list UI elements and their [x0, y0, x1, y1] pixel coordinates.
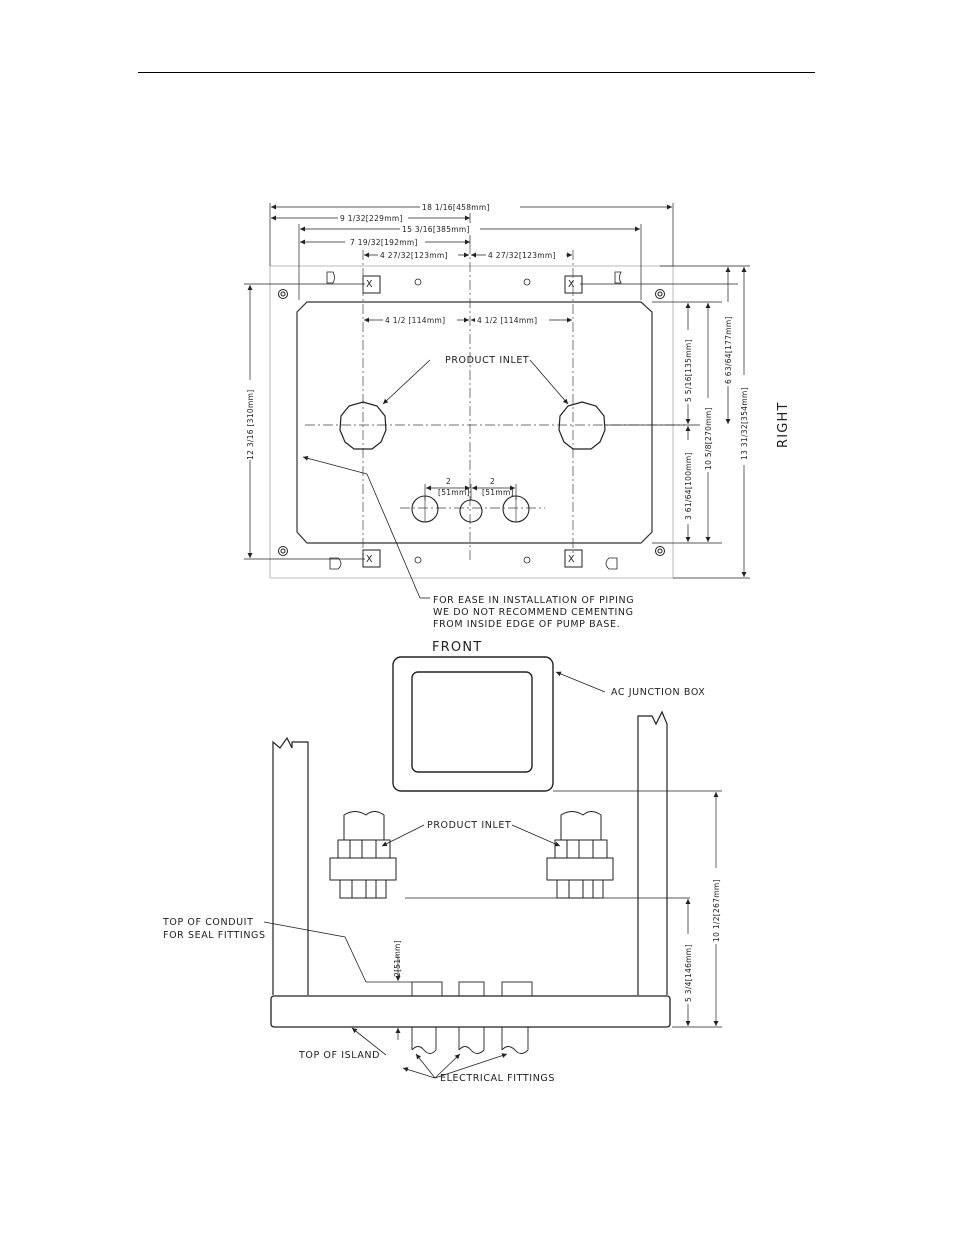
dim-overall-height: 10 1/2[267mm] — [712, 879, 721, 942]
note-line-3: FROM INSIDE EDGE OF PUMP BASE. — [433, 619, 620, 630]
dim-conduit-height: 2[51mm] — [393, 940, 402, 977]
dim-r3: 3 61/64[100mm] — [684, 452, 693, 520]
product-inlet-right-union — [546, 811, 614, 899]
dim-inlet-height: 5 3/4[146mm] — [684, 944, 693, 1002]
front-view — [263, 656, 722, 1079]
dim-elec-spacing-right-b: [51mm] — [482, 488, 514, 497]
label-ac-junction-box: AC JUNCTION BOX — [611, 687, 705, 698]
label-top-of-conduit-2: FOR SEAL FITTINGS — [163, 930, 266, 941]
dim-r5: 13 31/32[354mm] — [740, 387, 749, 460]
small-holes — [414, 278, 531, 564]
top-leader-lines — [302, 359, 569, 599]
dim-elec-spacing-left-a: 2 — [446, 477, 451, 486]
label-electrical-fittings: ELECTRICAL FITTINGS — [440, 1073, 555, 1084]
label-top-of-island: TOP OF ISLAND — [298, 1050, 380, 1061]
top-view-text: 18 1/16[458mm] 9 1/32[229mm] 15 3/16[385… — [244, 201, 791, 630]
dim-half-width: 9 1/32[229mm] — [340, 214, 403, 223]
header-rule — [138, 72, 815, 73]
x-mark-top-left: X — [366, 279, 373, 290]
dim-r1: 5 5/16[135mm] — [684, 339, 693, 402]
dim-elec-spacing-right-a: 2 — [490, 477, 495, 486]
ac-junction-box-inner — [411, 671, 533, 773]
dim-pitch-left: 4 1/2 [114mm] — [385, 316, 445, 325]
x-marker-boxes — [362, 275, 583, 568]
label-right: RIGHT — [776, 401, 791, 448]
electrical-fittings-pipes — [411, 1027, 529, 1054]
dim-bolt-span: 15 3/16[385mm] — [402, 225, 470, 234]
dim-elec-spacing-left-b: [51mm] — [438, 488, 470, 497]
front-leader-lines — [263, 671, 606, 1079]
island-slab — [270, 995, 671, 1028]
dim-left-height: 12 3/16 [310mm] — [246, 390, 255, 460]
front-view-text: FRONT AC JUNCTION BOX PRODUCT INLET TOP … — [162, 640, 722, 1084]
product-inlet-left-union — [329, 811, 397, 899]
left-dimension-lines — [244, 283, 365, 560]
inner-opening-outline — [296, 301, 653, 544]
label-top-of-conduit-1: TOP OF CONDUIT — [162, 917, 253, 928]
dim-inlet-offset-right: 4 27/32[123mm] — [488, 251, 556, 260]
label-product-inlet-top: PRODUCT INLET — [445, 355, 529, 366]
note-line-2: WE DO NOT RECOMMEND CEMENTING — [433, 607, 634, 618]
note-line-1: FOR EASE IN INSTALLATION OF PIPING — [433, 595, 634, 606]
label-front: FRONT — [432, 640, 482, 655]
dim-inlet-offset-left: 4 27/32[123mm] — [380, 251, 448, 260]
dim-bolt-to-center: 7 19/32[192mm] — [350, 238, 418, 247]
x-mark-bottom-left: X — [366, 554, 373, 565]
corner-bolts — [278, 289, 665, 556]
electrical-fitting-holes — [411, 495, 530, 523]
front-dimension-lines — [366, 790, 722, 1040]
tab-markers — [326, 271, 622, 570]
dim-overall-width: 18 1/16[458mm] — [422, 203, 490, 212]
product-inlet-right-shape — [558, 401, 606, 450]
x-mark-top-right: X — [568, 279, 575, 290]
left-post — [272, 736, 309, 995]
conduit-tops — [411, 981, 533, 997]
top-view — [244, 203, 750, 599]
product-inlet-left-shape — [339, 401, 387, 450]
top-dimension-lines — [269, 203, 674, 500]
label-product-inlet-front: PRODUCT INLET — [427, 820, 511, 831]
right-post — [637, 710, 668, 995]
base-plate-outline — [269, 265, 674, 579]
dim-r2: 6 63/64[177mm] — [724, 316, 733, 384]
dim-pitch-right: 4 1/2 [114mm] — [477, 316, 537, 325]
x-mark-bottom-right: X — [568, 554, 575, 565]
ac-junction-box-outer — [392, 656, 554, 792]
dim-r4: 10 5/8[270mm] — [704, 407, 713, 470]
